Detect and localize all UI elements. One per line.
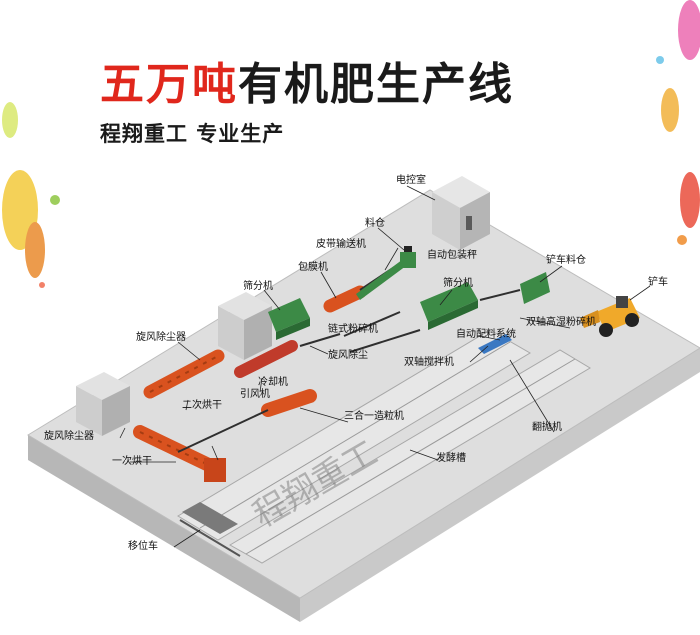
title-red-part: 五万吨 <box>100 59 238 110</box>
label-screener-right: 筛分机 <box>443 278 473 289</box>
label-induced-fan: 引风机 <box>240 389 270 400</box>
fermentation-groove-area <box>177 329 591 564</box>
paint-splash-right <box>656 0 700 245</box>
label-cooler: 冷却机 <box>258 377 288 388</box>
label-forklift: 铲车 <box>648 277 668 288</box>
label-twin-mixer: 双轴搅拌机 <box>404 357 454 368</box>
label-cyclone-bottom: 旋风除尘器 <box>44 431 94 442</box>
coating-drum <box>323 285 367 313</box>
granulator-drum <box>261 389 317 417</box>
belt-conveyor-incline <box>356 254 414 300</box>
label-auto-batching: 自动配料系统 <box>456 329 516 340</box>
label-control-room: 电控室 <box>396 175 426 186</box>
title-dark-part: 有机肥生产线 <box>238 59 514 110</box>
auto-packing-station <box>400 246 416 268</box>
label-forklift-bin: 铲车料仓 <box>546 255 586 266</box>
label-belt-conveyor: 皮带输送机 <box>316 239 366 250</box>
dust-collector-house-top <box>218 292 272 360</box>
control-room-building <box>432 176 490 250</box>
screener-top <box>268 298 310 340</box>
label-turner: 翻抛机 <box>532 422 562 433</box>
label-cyclone-mid: 旋风除尘 <box>328 350 368 361</box>
transfer-car <box>179 502 241 557</box>
label-granulator: 三合一造粒机 <box>344 411 404 422</box>
paint-splash-left <box>2 102 60 288</box>
page-subtitle: 程翔重工 专业生产 <box>100 122 285 146</box>
conveyor-lines <box>177 257 521 453</box>
twin-mixer-blue <box>478 334 512 354</box>
cooler-drum <box>234 340 298 378</box>
screener-right <box>420 282 478 330</box>
label-chain-crusher: 链式粉碎机 <box>328 324 378 335</box>
label-coating: 包膜机 <box>298 262 328 273</box>
label-auto-packing: 自动包装秤 <box>427 250 477 261</box>
dust-collector-house-bottom <box>76 372 130 436</box>
first-dryer-drum <box>133 425 226 482</box>
label-first-dryer: 一次烘干 <box>112 456 152 467</box>
label-second-dryer: 二次烘干 <box>182 400 222 411</box>
forklift-loader <box>580 296 640 337</box>
label-material-bin: 料仓 <box>365 218 385 229</box>
label-twin-high-moisture-crusher: 双轴高湿粉碎机 <box>526 317 596 328</box>
label-cyclone-top: 旋风除尘器 <box>136 332 186 343</box>
second-dryer-drum <box>143 349 225 399</box>
label-transfer-car: 移位车 <box>128 541 158 552</box>
page-title: 五万吨有机肥生产线 <box>100 48 514 112</box>
leader-lines <box>119 185 651 548</box>
label-fermentation-tank: 发酵槽 <box>436 453 466 464</box>
label-screener-top: 筛分机 <box>243 281 273 292</box>
